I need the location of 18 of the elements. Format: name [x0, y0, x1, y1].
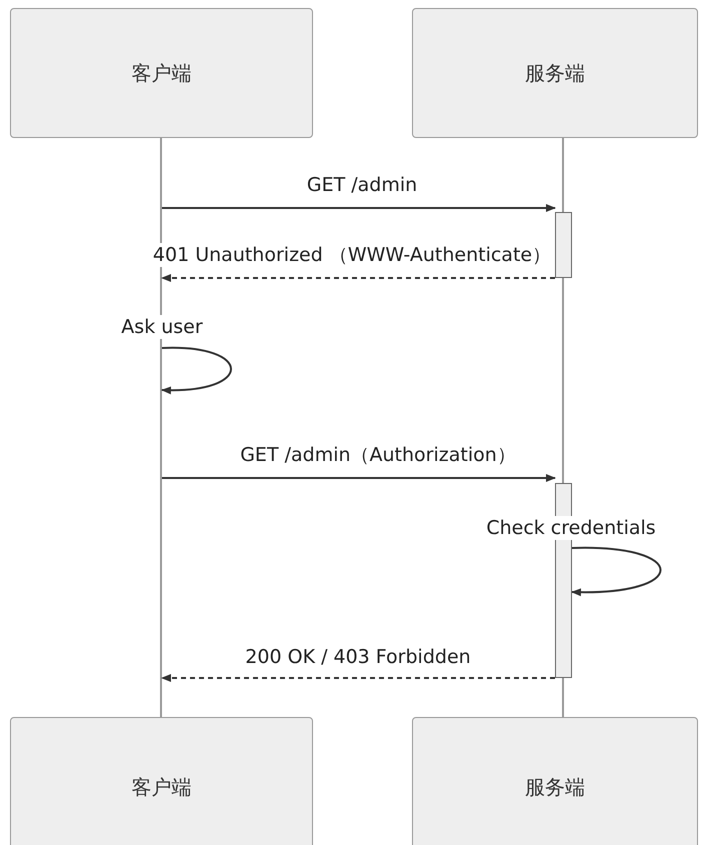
participant-box [412, 717, 698, 845]
participant-box [10, 717, 313, 845]
participant-label: 服务端 [525, 60, 585, 86]
activation-bar [555, 212, 572, 278]
message-arrow [161, 274, 555, 282]
self-message-arrow [161, 347, 232, 394]
participant-label: 客户端 [132, 60, 192, 86]
self-message-arrow [571, 547, 662, 596]
message-label: Ask user [119, 315, 205, 339]
message-arrow [161, 674, 555, 682]
participant-label: 服务端 [525, 774, 585, 800]
lifeline [160, 138, 162, 717]
message-label: Check credentials [484, 516, 658, 540]
message-arrow [162, 204, 556, 212]
message-arrow [162, 474, 556, 482]
participant-label: 客户端 [132, 774, 192, 800]
participant-box [412, 8, 698, 138]
participant-box [10, 8, 313, 138]
